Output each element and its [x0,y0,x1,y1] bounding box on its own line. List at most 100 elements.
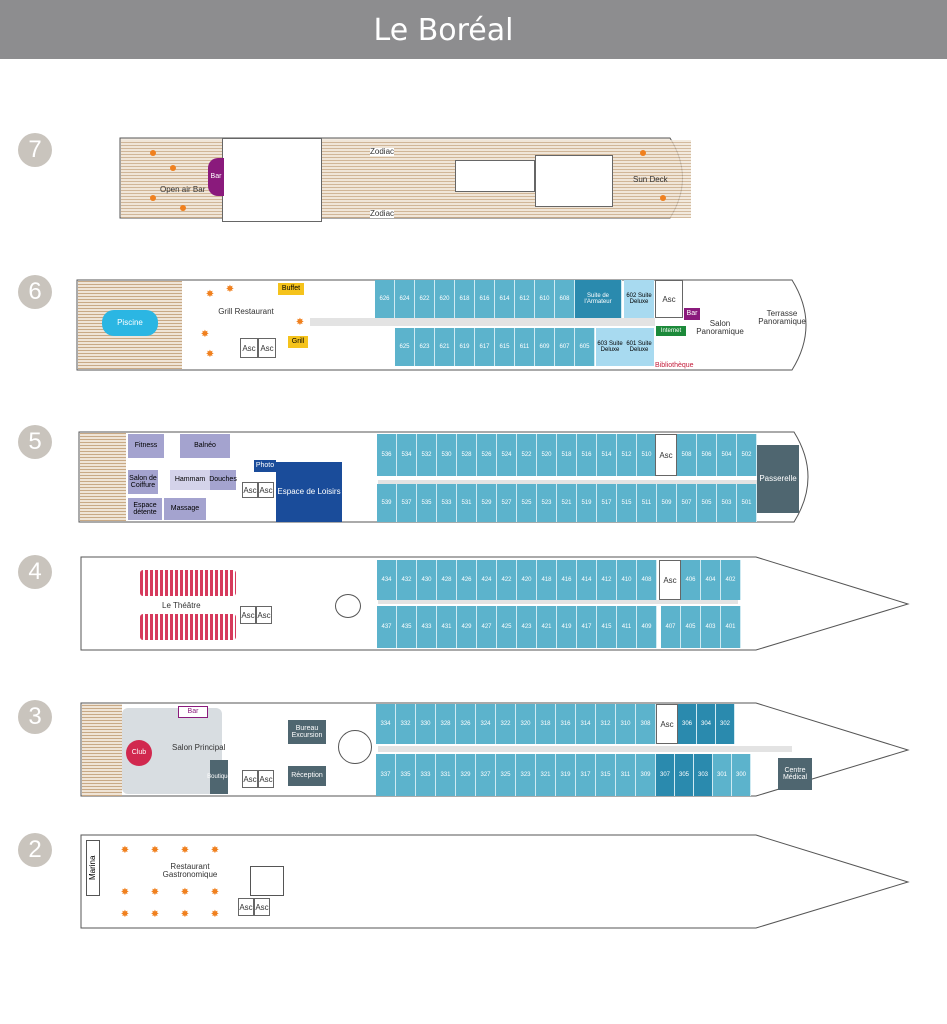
cabin-332[interactable]: 332 [396,704,416,744]
deck-6-suite-603[interactable]: 603 Suite Deluxe [596,328,624,366]
cabin-534[interactable]: 534 [397,434,417,476]
deck-badge-7[interactable]: 7 [18,133,52,167]
cabin-304[interactable]: 304 [697,704,716,744]
cabin-537[interactable]: 537 [397,484,417,522]
cabin-622[interactable]: 622 [415,280,435,318]
cabin-504[interactable]: 504 [717,434,737,476]
cabin-424[interactable]: 424 [477,560,497,600]
cabin-412[interactable]: 412 [597,560,617,600]
cabin-316[interactable]: 316 [556,704,576,744]
deck-6-suite-602[interactable]: 602 Suite Deluxe [624,280,654,318]
cabin-418[interactable]: 418 [537,560,557,600]
cabin-611[interactable]: 611 [515,328,535,366]
elevator-button[interactable]: Asc [258,770,274,788]
deck-6-grill[interactable]: Grill [288,336,308,348]
deck-3-bar[interactable]: Bar [178,706,208,718]
cabin-302[interactable]: 302 [716,704,735,744]
cabin-430[interactable]: 430 [417,560,437,600]
deck-5-balneo[interactable]: Balnéo [180,434,230,458]
cabin-327[interactable]: 327 [476,754,496,796]
deck-6-buffet[interactable]: Buffet [278,283,304,295]
elevator-button[interactable]: Asc [242,770,258,788]
cabin-323[interactable]: 323 [516,754,536,796]
cabin-403[interactable]: 403 [701,606,721,648]
cabin-517[interactable]: 517 [597,484,617,522]
cabin-506[interactable]: 506 [697,434,717,476]
cabin-516[interactable]: 516 [577,434,597,476]
cabin-505[interactable]: 505 [697,484,717,522]
cabin-511[interactable]: 511 [637,484,657,522]
cabin-423[interactable]: 423 [517,606,537,648]
elevator-button[interactable]: Asc [240,606,256,624]
cabin-536[interactable]: 536 [377,434,397,476]
elevator-button[interactable]: Asc [258,338,276,358]
cabin-411[interactable]: 411 [617,606,637,648]
cabin-608[interactable]: 608 [555,280,575,318]
cabin-328[interactable]: 328 [436,704,456,744]
cabin-419[interactable]: 419 [557,606,577,648]
cabin-416[interactable]: 416 [557,560,577,600]
cabin-406[interactable]: 406 [681,560,701,600]
cabin-414[interactable]: 414 [577,560,597,600]
cabin-307[interactable]: 307 [656,754,675,796]
cabin-527[interactable]: 527 [497,484,517,522]
cabin-530[interactable]: 530 [437,434,457,476]
cabin-508[interactable]: 508 [677,434,697,476]
elevator-button[interactable]: Asc [655,280,683,318]
cabin-614[interactable]: 614 [495,280,515,318]
cabin-330[interactable]: 330 [416,704,436,744]
cabin-432[interactable]: 432 [397,560,417,600]
cabin-533[interactable]: 533 [437,484,457,522]
deck-5-salon-coiffure[interactable]: Salon de Coiffure [128,470,158,494]
cabin-623[interactable]: 623 [415,328,435,366]
cabin-526[interactable]: 526 [477,434,497,476]
cabin-531[interactable]: 531 [457,484,477,522]
elevator-button[interactable]: Asc [659,560,681,600]
cabin-520[interactable]: 520 [537,434,557,476]
cabin-502[interactable]: 502 [737,434,757,476]
elevator-button[interactable]: Asc [254,898,270,916]
cabin-422[interactable]: 422 [497,560,517,600]
cabin-319[interactable]: 319 [556,754,576,796]
cabin-427[interactable]: 427 [477,606,497,648]
cabin-324[interactable]: 324 [476,704,496,744]
deck-5-fitness[interactable]: Fitness [128,434,164,458]
cabin-417[interactable]: 417 [577,606,597,648]
cabin-525[interactable]: 525 [517,484,537,522]
deck-3-boutique[interactable]: Boutique [207,760,231,794]
cabin-314[interactable]: 314 [576,704,596,744]
cabin-625[interactable]: 625 [395,328,415,366]
cabin-311[interactable]: 311 [616,754,636,796]
cabin-331[interactable]: 331 [436,754,456,796]
cabin-522[interactable]: 522 [517,434,537,476]
cabin-431[interactable]: 431 [437,606,457,648]
cabin-532[interactable]: 532 [417,434,437,476]
deck-5-hammam[interactable]: Hammam [170,470,210,490]
cabin-326[interactable]: 326 [456,704,476,744]
deck-6-piscine[interactable]: Piscine [102,310,158,336]
cabin-410[interactable]: 410 [617,560,637,600]
cabin-605[interactable]: 605 [575,328,595,366]
cabin-435[interactable]: 435 [397,606,417,648]
cabin-402[interactable]: 402 [721,560,741,600]
cabin-429[interactable]: 429 [457,606,477,648]
cabin-519[interactable]: 519 [577,484,597,522]
elevator-button[interactable]: Asc [242,482,258,498]
cabin-415[interactable]: 415 [597,606,617,648]
cabin-624[interactable]: 624 [395,280,415,318]
cabin-509[interactable]: 509 [657,484,677,522]
cabin-615[interactable]: 615 [495,328,515,366]
deck-6-suite-armateur[interactable]: Suite de l'Armateur [575,280,622,318]
deck-5-espace-loisirs[interactable]: Espace de Loisirs [276,462,342,522]
deck-badge-4[interactable]: 4 [18,555,52,589]
deck-badge-2[interactable]: 2 [18,833,52,867]
cabin-421[interactable]: 421 [537,606,557,648]
deck-5-douches[interactable]: Douches [209,470,237,490]
cabin-335[interactable]: 335 [396,754,416,796]
deck-3-reception[interactable]: Réception [288,766,326,786]
cabin-512[interactable]: 512 [617,434,637,476]
cabin-322[interactable]: 322 [496,704,516,744]
cabin-325[interactable]: 325 [496,754,516,796]
cabin-524[interactable]: 524 [497,434,517,476]
elevator-button[interactable]: Asc [656,704,678,744]
